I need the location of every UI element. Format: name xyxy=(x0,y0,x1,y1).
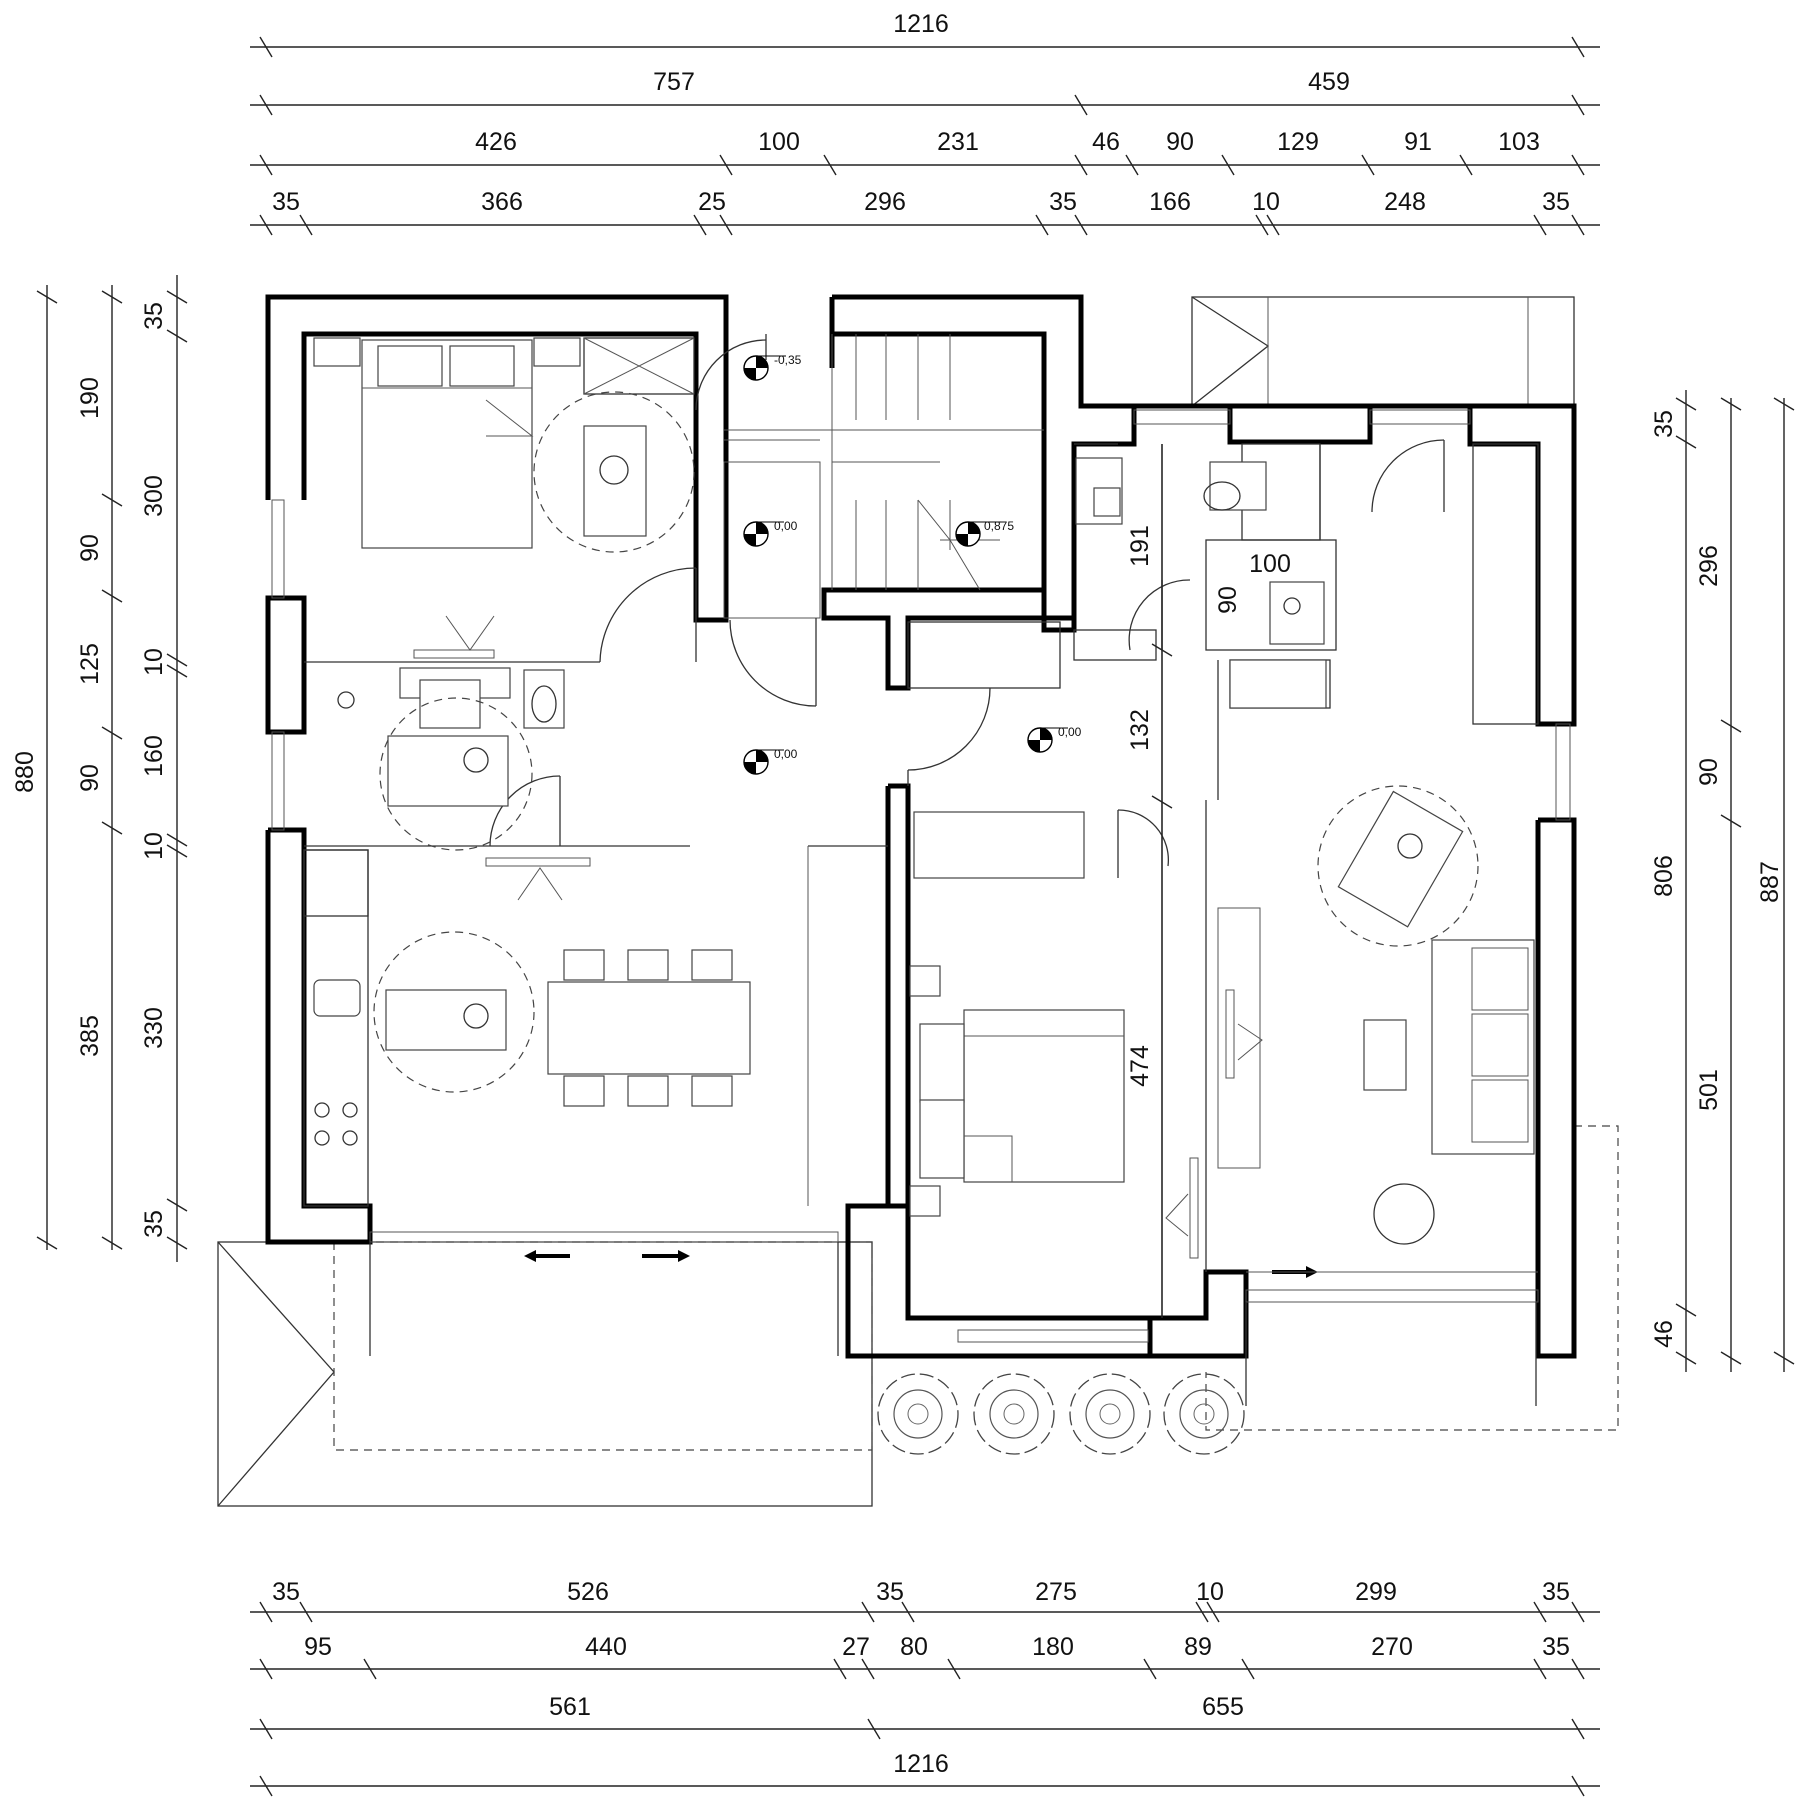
dim-bot-2-7: 270 xyxy=(1371,1633,1413,1661)
dim-inner-1: 191 xyxy=(1126,525,1154,567)
dim-left-mid-1: 190 xyxy=(76,377,104,419)
dim-top-4-3: 25 xyxy=(698,188,726,216)
dim-left-mid-5: 385 xyxy=(76,1015,104,1057)
dim-right-mid-3: 501 xyxy=(1695,1069,1723,1111)
dim-bot-1-4: 275 xyxy=(1035,1578,1077,1606)
dim-left-mid-2: 90 xyxy=(76,534,104,562)
bottom-dimensions: 35 526 35 275 10 299 35 95 440 27 80 180… xyxy=(250,1578,1600,1797)
dim-bot-4-1: 1216 xyxy=(893,1750,949,1778)
top-dimensions: 1216 757 459 426 100 231 46 90 129 91 10… xyxy=(250,10,1600,236)
dim-top-4-8: 248 xyxy=(1384,188,1426,216)
level-marker-icon xyxy=(743,521,784,547)
dim-top-2-2: 459 xyxy=(1308,68,1350,96)
dim-bot-2-5: 180 xyxy=(1032,1633,1074,1661)
dim-top-4-1: 35 xyxy=(272,188,300,216)
dim-left-inner-7: 35 xyxy=(140,1210,168,1238)
plant-icon xyxy=(1163,1373,1245,1455)
dim-bot-2-1: 95 xyxy=(304,1633,332,1661)
dim-right-inner-3: 46 xyxy=(1650,1320,1678,1348)
sliding-arrows xyxy=(524,1250,1318,1278)
interior-dimensions: 191 132 474 100 90 xyxy=(1126,444,1291,1318)
dim-inner-5: 90 xyxy=(1214,586,1242,614)
dim-top-2-1: 757 xyxy=(653,68,695,96)
dim-left-inner-1: 35 xyxy=(140,302,168,330)
dim-top-3-7: 91 xyxy=(1404,128,1432,156)
dim-inner-4: 100 xyxy=(1249,550,1291,578)
dim-bot-1-2: 526 xyxy=(567,1578,609,1606)
plant-icon xyxy=(1069,1373,1151,1455)
plant-icons xyxy=(877,1373,1245,1455)
dim-bot-2-6: 89 xyxy=(1184,1633,1212,1661)
dim-top-4-9: 35 xyxy=(1542,188,1570,216)
dim-top-3-8: 103 xyxy=(1498,128,1540,156)
dim-top-4-5: 35 xyxy=(1049,188,1077,216)
level-label-1: -0,35 xyxy=(774,353,802,367)
dim-right-mid-2: 90 xyxy=(1695,758,1723,786)
dim-bot-2-4: 80 xyxy=(900,1633,928,1661)
dim-bot-3-2: 655 xyxy=(1202,1693,1244,1721)
plant-icon xyxy=(973,1373,1055,1455)
dim-top-4-6: 166 xyxy=(1149,188,1191,216)
dim-bot-1-5: 10 xyxy=(1196,1578,1224,1606)
dim-right-outer-1: 887 xyxy=(1756,861,1784,903)
left-dimensions: 880 190 90 125 90 385 35 300 10 160 10 3… xyxy=(11,275,188,1262)
dim-bot-2-2: 440 xyxy=(585,1633,627,1661)
level-label-5: 0,00 xyxy=(774,747,798,761)
dim-right-inner-2: 806 xyxy=(1650,855,1678,897)
dim-bot-1-7: 35 xyxy=(1542,1578,1570,1606)
furniture xyxy=(303,337,1538,1273)
dim-right-mid-1: 296 xyxy=(1695,545,1723,587)
dim-left-inner-4: 160 xyxy=(140,735,168,777)
level-label-3: 0,875 xyxy=(984,519,1014,533)
dim-left-mid-3: 125 xyxy=(76,643,104,685)
dim-right-inner-1: 35 xyxy=(1650,410,1678,438)
dim-top-1-1: 1216 xyxy=(893,10,949,38)
level-marker-icon xyxy=(1027,727,1068,753)
level-marker-icon xyxy=(743,749,784,775)
dim-bot-1-3: 35 xyxy=(876,1578,904,1606)
level-label-2: 0,00 xyxy=(774,519,798,533)
stairs xyxy=(831,334,1000,591)
level-label-4: 0,00 xyxy=(1058,725,1082,739)
dim-top-3-5: 90 xyxy=(1166,128,1194,156)
dim-bot-1-1: 35 xyxy=(272,1578,300,1606)
dim-top-3-6: 129 xyxy=(1277,128,1319,156)
dim-top-4-4: 296 xyxy=(864,188,906,216)
dim-left-mid-4: 90 xyxy=(76,764,104,792)
dim-left-outer-1: 880 xyxy=(11,751,39,793)
plant-icon xyxy=(877,1373,959,1455)
level-marker-icon xyxy=(955,521,1006,547)
dim-top-4-2: 366 xyxy=(481,188,523,216)
dim-left-inner-6: 330 xyxy=(140,1007,168,1049)
dim-top-4-7: 10 xyxy=(1252,188,1280,216)
windows xyxy=(271,409,1571,1406)
dim-inner-2: 132 xyxy=(1126,709,1154,751)
dim-bot-2-8: 35 xyxy=(1542,1633,1570,1661)
dim-bot-1-6: 299 xyxy=(1355,1578,1397,1606)
right-dimensions: 35 806 46 296 90 501 887 xyxy=(1650,390,1795,1372)
dim-left-inner-5: 10 xyxy=(140,832,168,860)
dim-top-3-3: 231 xyxy=(937,128,979,156)
dim-inner-3: 474 xyxy=(1126,1045,1154,1087)
dim-top-3-4: 46 xyxy=(1092,128,1120,156)
dim-bot-3-1: 561 xyxy=(549,1693,591,1721)
dim-left-inner-3: 10 xyxy=(140,648,168,676)
dim-left-inner-2: 300 xyxy=(140,475,168,517)
level-markers: -0,35 0,00 0,875 0,00 0,00 xyxy=(743,353,1082,775)
level-marker-icon xyxy=(743,355,786,381)
dim-top-3-2: 100 xyxy=(758,128,800,156)
dim-top-3-1: 426 xyxy=(475,128,517,156)
dim-bot-2-3: 27 xyxy=(842,1633,870,1661)
